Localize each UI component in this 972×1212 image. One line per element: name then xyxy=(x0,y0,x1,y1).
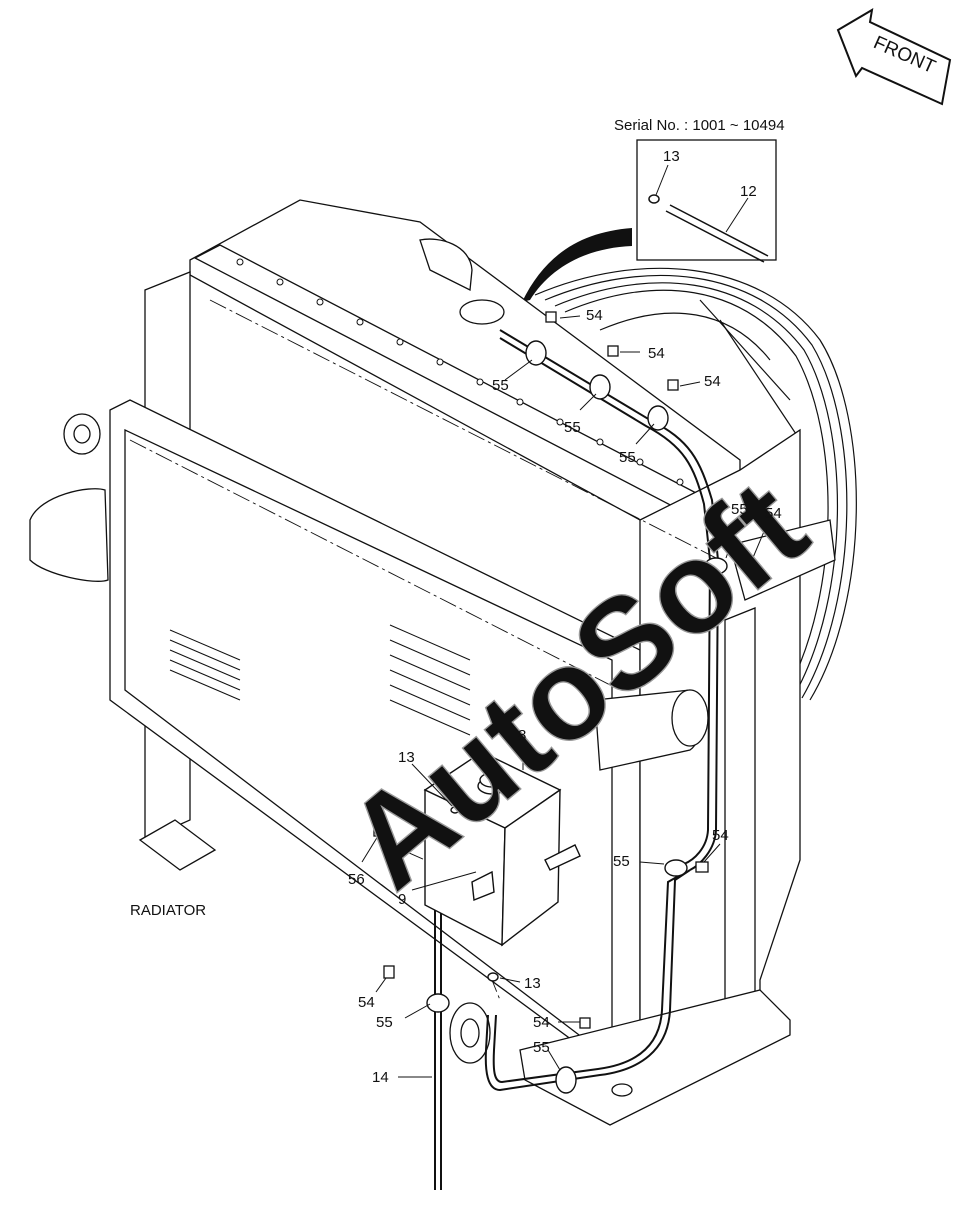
top-bolts xyxy=(236,258,684,486)
callout-8: 8 xyxy=(518,727,526,744)
callout-54: 54 xyxy=(533,1014,550,1031)
bolt-icons xyxy=(373,311,755,1029)
callout-13: 13 xyxy=(524,975,541,992)
callout-55: 55 xyxy=(564,419,581,436)
inset-pointer-icon xyxy=(522,228,632,302)
callout-54: 54 xyxy=(358,994,375,1011)
cooling-fan xyxy=(534,267,857,701)
overflow-pipe-upper xyxy=(499,329,720,871)
callout-55: 55 xyxy=(492,377,509,394)
callout-13: 13 xyxy=(398,749,415,766)
callout-55: 55 xyxy=(376,1014,393,1031)
reservoir-tank xyxy=(423,751,581,982)
callout-54: 54 xyxy=(586,307,603,324)
front-arrow-icon: FRONT xyxy=(836,8,952,106)
callout-54: 54 xyxy=(765,505,782,522)
callout-55: 55 xyxy=(533,1039,550,1056)
radiator-fins xyxy=(169,624,471,736)
callout-14: 14 xyxy=(372,1069,389,1086)
callout-54: 54 xyxy=(704,373,721,390)
leader-lines xyxy=(361,315,769,1078)
callout-12-inset: 12 xyxy=(740,183,757,200)
callout-55: 55 xyxy=(619,449,636,466)
serial-note: Serial No. : 1001 ~ 10494 xyxy=(614,117,785,134)
callout-56: 56 xyxy=(348,871,365,888)
callout-55: 55 xyxy=(613,853,630,870)
callout-55: 55 xyxy=(731,501,748,518)
inset-box xyxy=(636,139,777,263)
callout-54: 54 xyxy=(712,827,729,844)
pipe-clamps xyxy=(426,340,728,1094)
callout-13-inset: 13 xyxy=(663,148,680,165)
assembly-label: RADIATOR xyxy=(130,902,206,919)
callout-9: 9 xyxy=(398,891,406,908)
callout-54: 54 xyxy=(648,345,665,362)
callouts: 13 12 54 54 54 55 55 55 55 54 8 13 56 9 … xyxy=(348,148,782,1086)
overflow-pipe-lower xyxy=(484,869,691,1092)
